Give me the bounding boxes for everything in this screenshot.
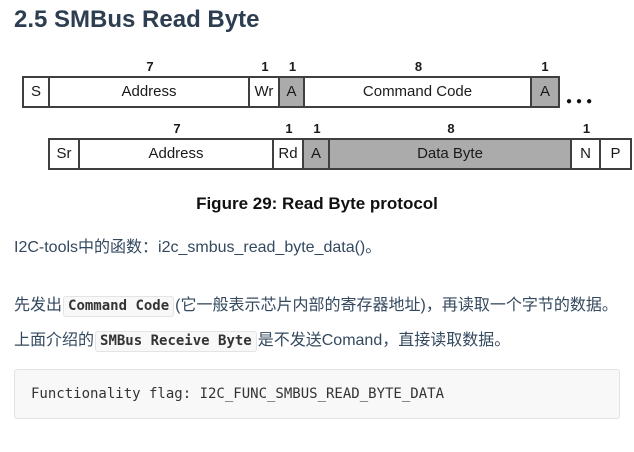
proto-cell-sr: Sr [50, 140, 80, 168]
proto-cell-a: A [304, 140, 330, 168]
proto-cell-rd: Rd [274, 140, 304, 168]
bit-counts-row: 7 1 1 8 1 [50, 121, 632, 138]
paragraph-text: (它一般表示芯片内部的寄存器地址)，再读取一个字节的数据。 [175, 297, 618, 314]
inline-code-command-code: Command Code [63, 296, 175, 317]
proto-cell-n: N [572, 140, 601, 168]
proto-cell-address: Address [80, 140, 274, 168]
proto-cell-wr: Wr [250, 78, 280, 106]
bit-count: 7 [173, 121, 181, 136]
bit-count [601, 121, 630, 138]
bit-count: 1 [288, 59, 297, 74]
bit-count: 1 [541, 59, 549, 74]
bit-count: 8 [447, 121, 455, 136]
paragraph-text: 先发出 [14, 297, 63, 314]
inline-code-receive-byte: SMBus Receive Byte [95, 331, 257, 352]
bit-count: 8 [414, 59, 423, 74]
bit-count: 1 [313, 121, 321, 136]
code-block: Functionality flag: I2C_FUNC_SMBUS_READ_… [14, 369, 620, 419]
figure-caption: Figure 29: Read Byte protocol [196, 194, 438, 213]
bit-count: 1 [261, 59, 269, 74]
paragraph-function: I2C-tools中的函数：i2c_smbus_read_byte_data()… [14, 239, 382, 256]
proto-cell-command-code: Command Code [305, 78, 532, 106]
proto-cell-a: A [532, 78, 558, 106]
code-block-text: Functionality flag: I2C_FUNC_SMBUS_READ_… [31, 386, 445, 402]
proto-cell-address: Address [50, 78, 250, 106]
bit-count: 1 [582, 121, 591, 136]
proto-cell-a: A [280, 78, 305, 106]
bit-count [24, 59, 50, 76]
proto-cell-p: P [601, 140, 630, 168]
page-title: 2.5 SMBus Read Byte [14, 6, 260, 33]
proto-cell-s: S [24, 78, 50, 106]
bit-counts-row: 7 1 1 8 1 [24, 59, 560, 76]
bit-count: 1 [285, 121, 293, 136]
paragraph-text: 上面介绍的 [14, 332, 95, 349]
proto-cell-data-byte: Data Byte [330, 140, 572, 168]
bit-count [50, 121, 80, 138]
paragraph-text: 是不发送Comand，直接读取数据。 [257, 332, 511, 349]
bit-count: 7 [146, 59, 154, 74]
ellipsis-dots: ●●● [566, 96, 597, 107]
